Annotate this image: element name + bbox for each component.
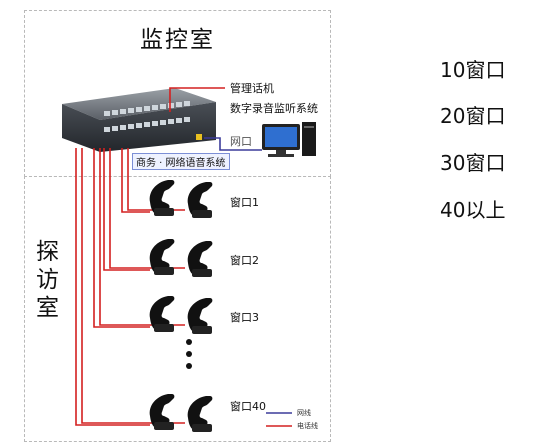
visit-room-title-3: 室 xyxy=(36,295,61,321)
window-label-3: 窗口3 xyxy=(230,311,259,324)
window-label-1: 窗口1 xyxy=(230,196,259,209)
visit-room-title-2: 访 xyxy=(36,267,61,293)
switch-caption: 商务 · 网络语音系统 xyxy=(132,153,230,170)
option-20-windows: 20窗口 xyxy=(440,104,506,128)
option-30-windows: 30窗口 xyxy=(440,151,506,175)
computer-icon xyxy=(262,122,316,157)
window-40-phones xyxy=(149,394,213,432)
monitor-room-title: 监控室 xyxy=(140,27,215,53)
window-label-40: 窗口40 xyxy=(230,400,266,413)
ellipsis-dots xyxy=(186,339,192,369)
option-10-windows: 10窗口 xyxy=(440,58,506,82)
window-3-phones xyxy=(149,296,213,334)
visit-room-title-1: 探 xyxy=(36,239,61,265)
visit-room-zone xyxy=(24,176,331,442)
switch-device xyxy=(62,88,216,152)
window-2-phones xyxy=(149,239,213,277)
option-40-plus: 40以上 xyxy=(440,198,506,222)
window-label-2: 窗口2 xyxy=(230,254,259,267)
window-1-phones xyxy=(149,180,213,218)
legend-phone-label: 电话线 xyxy=(297,422,318,430)
legend-network-label: 网线 xyxy=(297,409,311,417)
net-port-label: 网口 xyxy=(230,135,252,148)
mgmt-phone-label: 管理话机 xyxy=(230,82,274,95)
recorder-system-label: 数字录音监听系统 xyxy=(230,102,318,115)
